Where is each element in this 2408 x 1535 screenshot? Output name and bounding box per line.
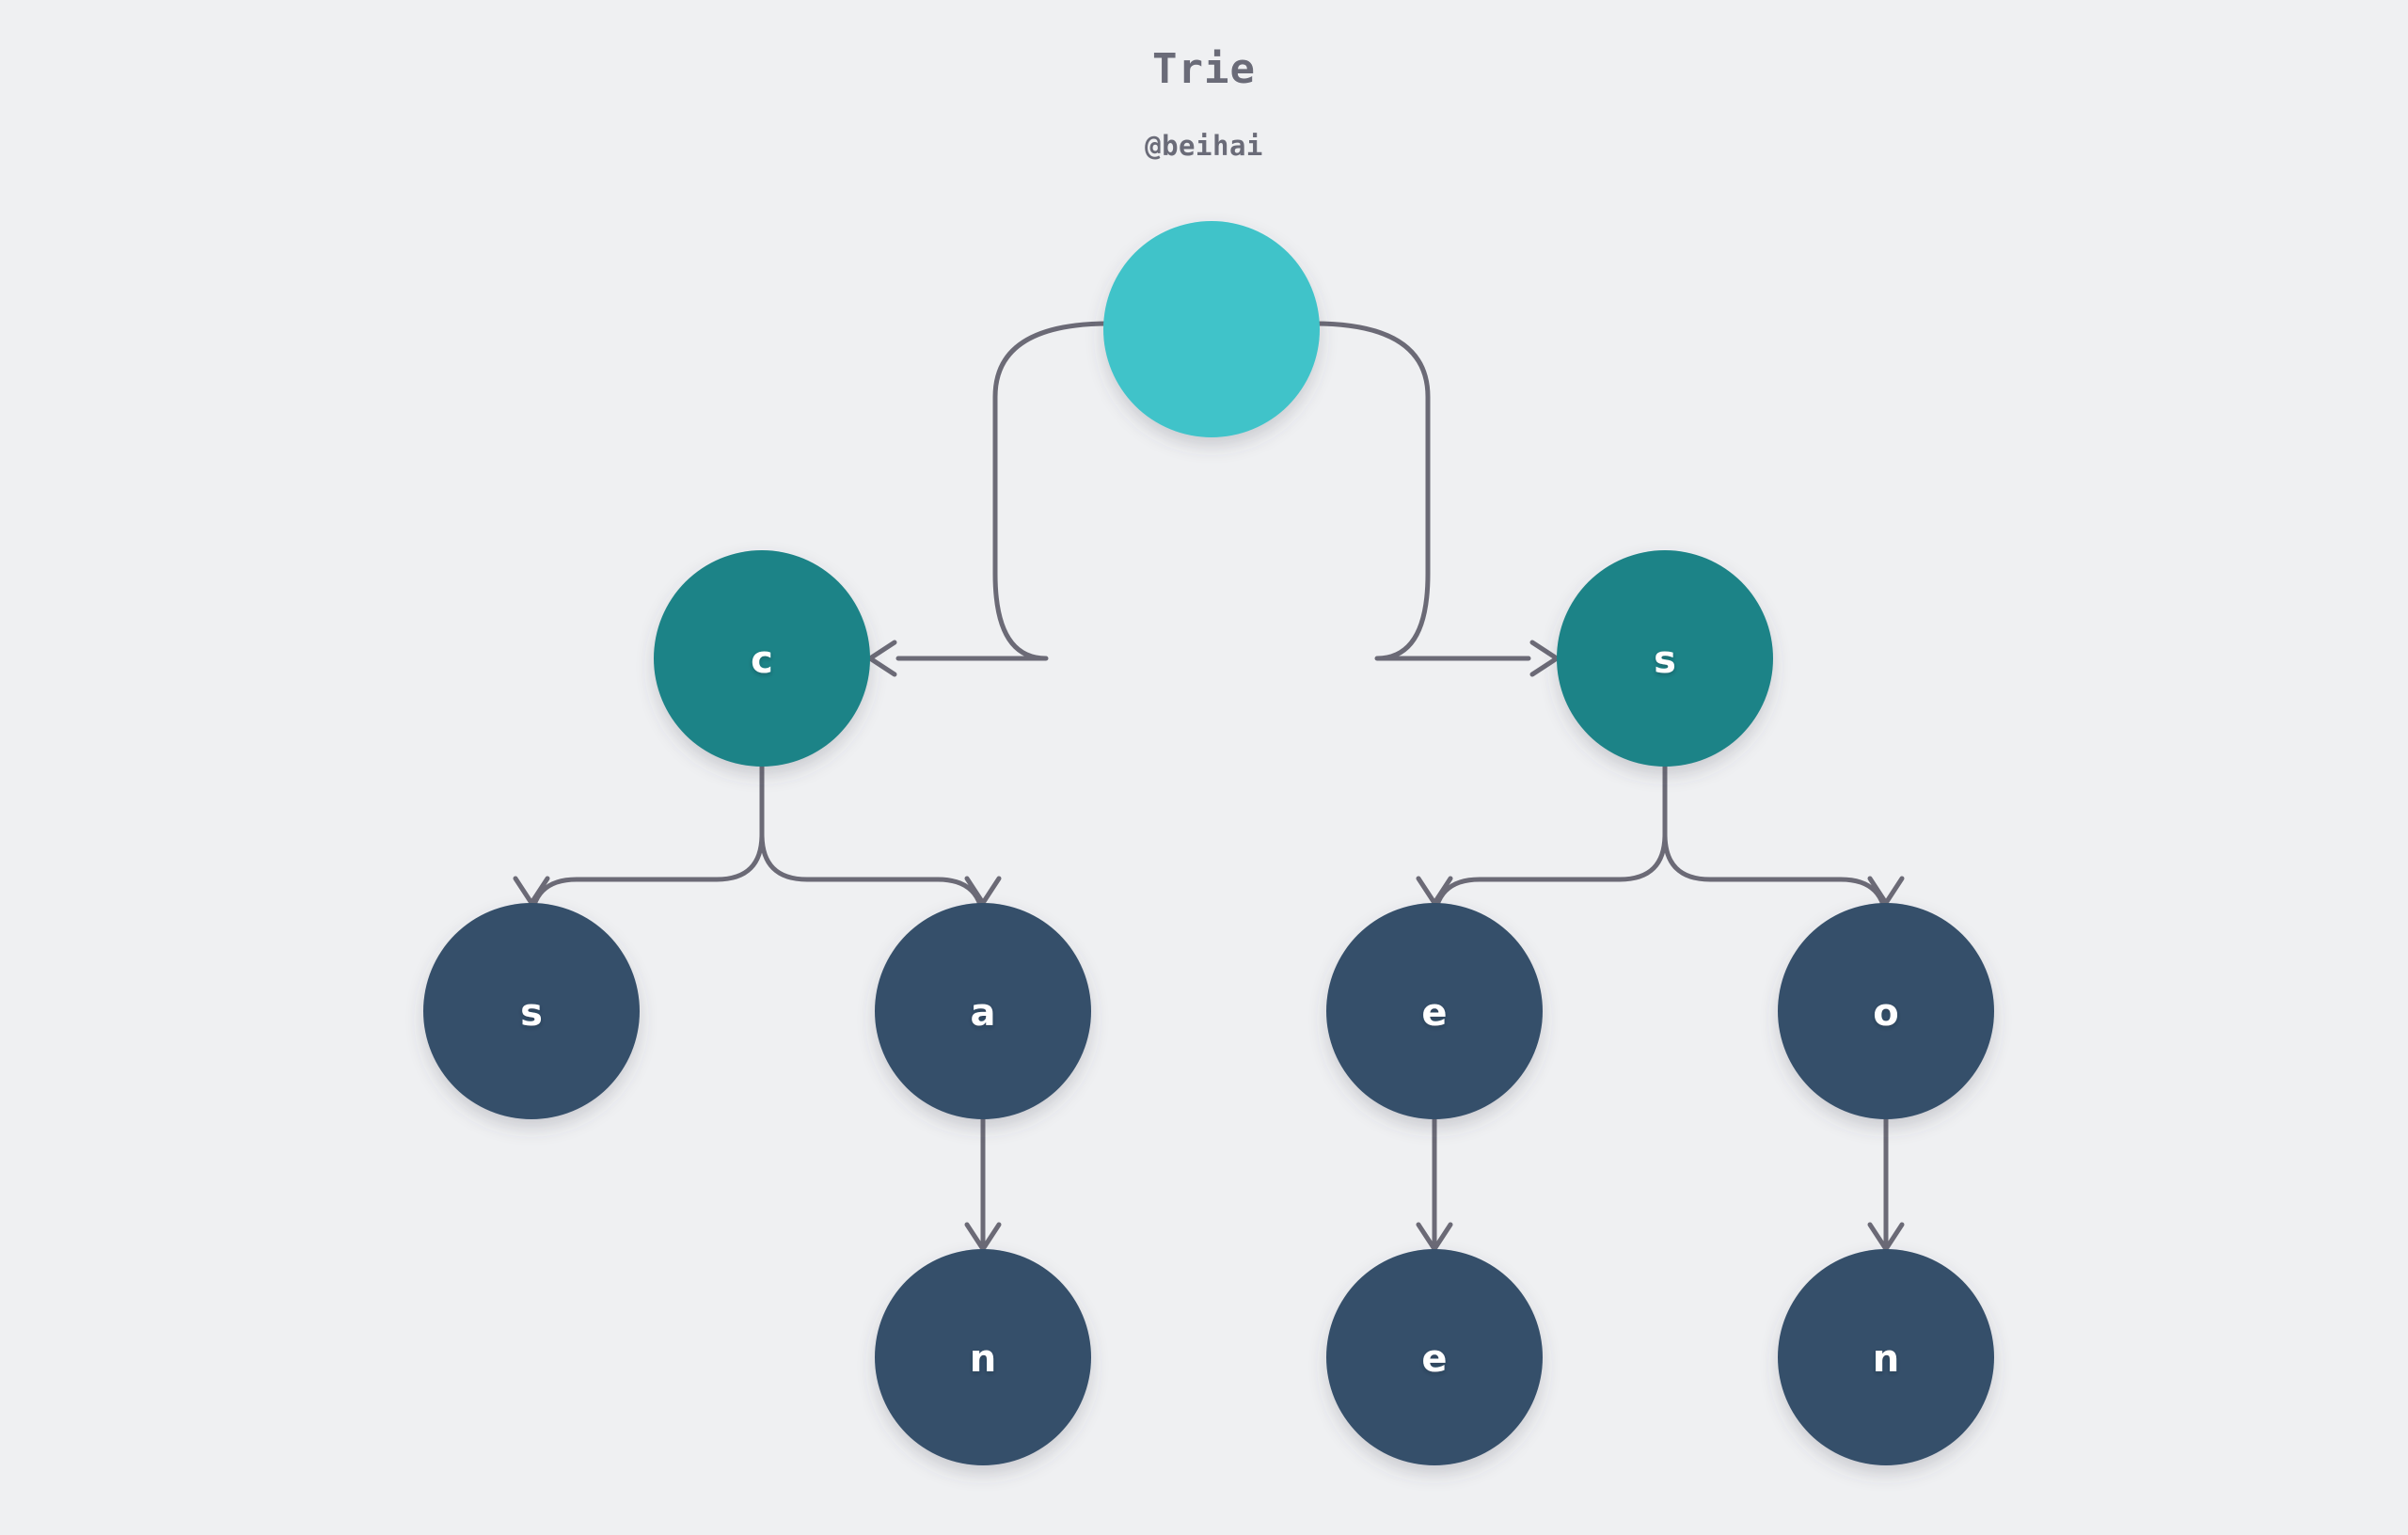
node-layer: c s s a e o n e n: [423, 221, 1994, 1465]
page-subtitle: @beihai: [1145, 130, 1263, 162]
tree-node-so[interactable]: o: [1778, 903, 1994, 1119]
tree-node-son[interactable]: n: [1778, 1249, 1994, 1465]
edge-root-to-c-arrowhead: [867, 640, 897, 677]
node-circle-se[interactable]: [1326, 903, 1543, 1119]
node-circle-c[interactable]: [654, 550, 870, 767]
edge-s1-to-se: [1432, 764, 1668, 927]
node-label-son: n: [1873, 1337, 1899, 1381]
tree-node-root[interactable]: [1103, 221, 1320, 437]
node-label-so: o: [1873, 991, 1898, 1035]
edge-root-to-c: [895, 321, 1112, 661]
node-label-se: e: [1421, 991, 1447, 1035]
node-label-can: n: [970, 1337, 996, 1381]
node-circle-son[interactable]: [1778, 1249, 1994, 1465]
tree-node-c[interactable]: c: [654, 550, 870, 767]
edge-root-to-s1: [1311, 321, 1531, 661]
node-label-c: c: [751, 639, 773, 682]
tree-node-ca[interactable]: a: [875, 903, 1091, 1119]
tree-node-se[interactable]: e: [1326, 903, 1543, 1119]
node-circle-s1[interactable]: [1557, 550, 1773, 767]
edge-layer: [513, 321, 1905, 1252]
node-label-ca: a: [971, 991, 996, 1035]
node-label-cs: s: [520, 991, 543, 1035]
page-title: Trie: [1152, 45, 1256, 93]
node-label-see: e: [1421, 1337, 1447, 1381]
edge-c-to-cs: [529, 764, 765, 927]
edge-s1-to-so: [1662, 764, 1889, 927]
edge-c-to-ca: [759, 764, 986, 927]
node-circle-can[interactable]: [875, 1249, 1091, 1465]
node-circle-so[interactable]: [1778, 903, 1994, 1119]
node-circle-cs[interactable]: [423, 903, 640, 1119]
node-circle-see[interactable]: [1326, 1249, 1543, 1465]
tree-node-s1[interactable]: s: [1557, 550, 1773, 767]
node-circle-ca[interactable]: [875, 903, 1091, 1119]
node-circle-root[interactable]: [1103, 221, 1320, 437]
tree-node-cs[interactable]: s: [423, 903, 640, 1119]
node-label-s1: s: [1654, 639, 1676, 682]
tree-node-see[interactable]: e: [1326, 1249, 1543, 1465]
tree-node-can[interactable]: n: [875, 1249, 1091, 1465]
edge-root-to-s1-arrowhead: [1529, 640, 1560, 677]
